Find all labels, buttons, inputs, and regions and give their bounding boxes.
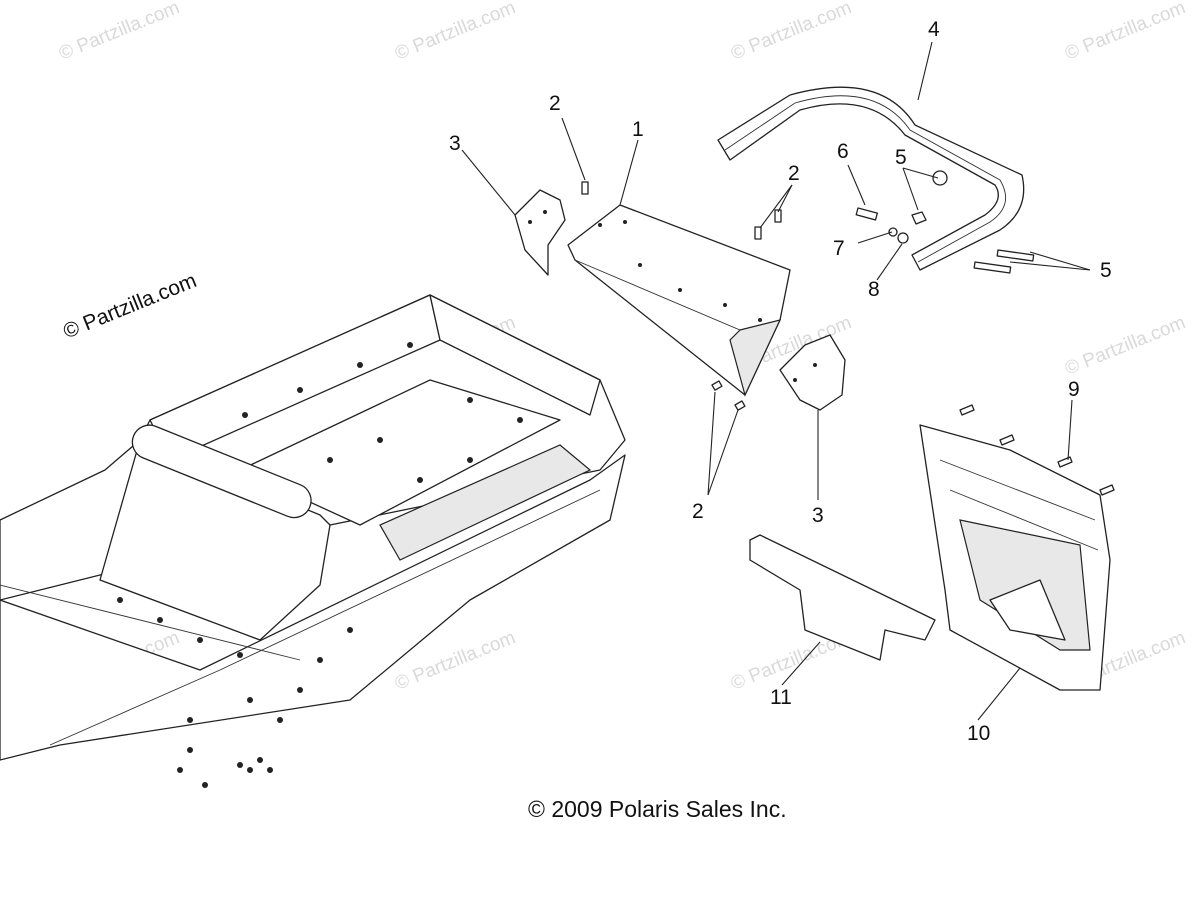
callout-2: 2 [549,92,561,115]
part-11-plate [749,534,936,661]
callout-5: 5 [895,146,907,169]
tunnel-assembly [0,294,626,788]
leader-lines [461,41,1091,721]
callout-4: 4 [928,18,940,41]
callout-7: 7 [833,237,845,260]
part-10-snow-flap [919,424,1111,691]
part-4-grab-bar [717,86,1025,271]
part-3-bracket-right [779,334,846,411]
callout-8: 8 [868,278,880,301]
callout-3: 3 [449,132,461,155]
callout-1: 1 [632,118,644,141]
callout-10: 10 [967,722,990,745]
hardware-fasteners [581,170,1115,496]
callout-6: 6 [837,140,849,163]
part-3-bracket-left [514,189,566,276]
copyright-notice: © 2009 Polaris Sales Inc. [528,796,787,822]
callout-labels: 1 2 2 2 3 3 4 5 5 6 7 8 9 10 11 [449,18,1112,745]
watermark: © Partzilla.com [1062,312,1189,379]
watermark: © Partzilla.com [392,0,519,65]
part-1-rear-panel [567,204,791,397]
callout-3: 3 [812,504,824,527]
callout-5: 5 [1100,259,1112,282]
callout-2: 2 [692,500,704,523]
callout-2: 2 [788,162,800,185]
callout-11: 11 [770,686,792,709]
watermark: © Partzilla.com [728,0,855,65]
callout-9: 9 [1068,378,1080,401]
watermark: © Partzilla.com [1062,0,1189,65]
watermark: © Partzilla.com [56,0,183,65]
